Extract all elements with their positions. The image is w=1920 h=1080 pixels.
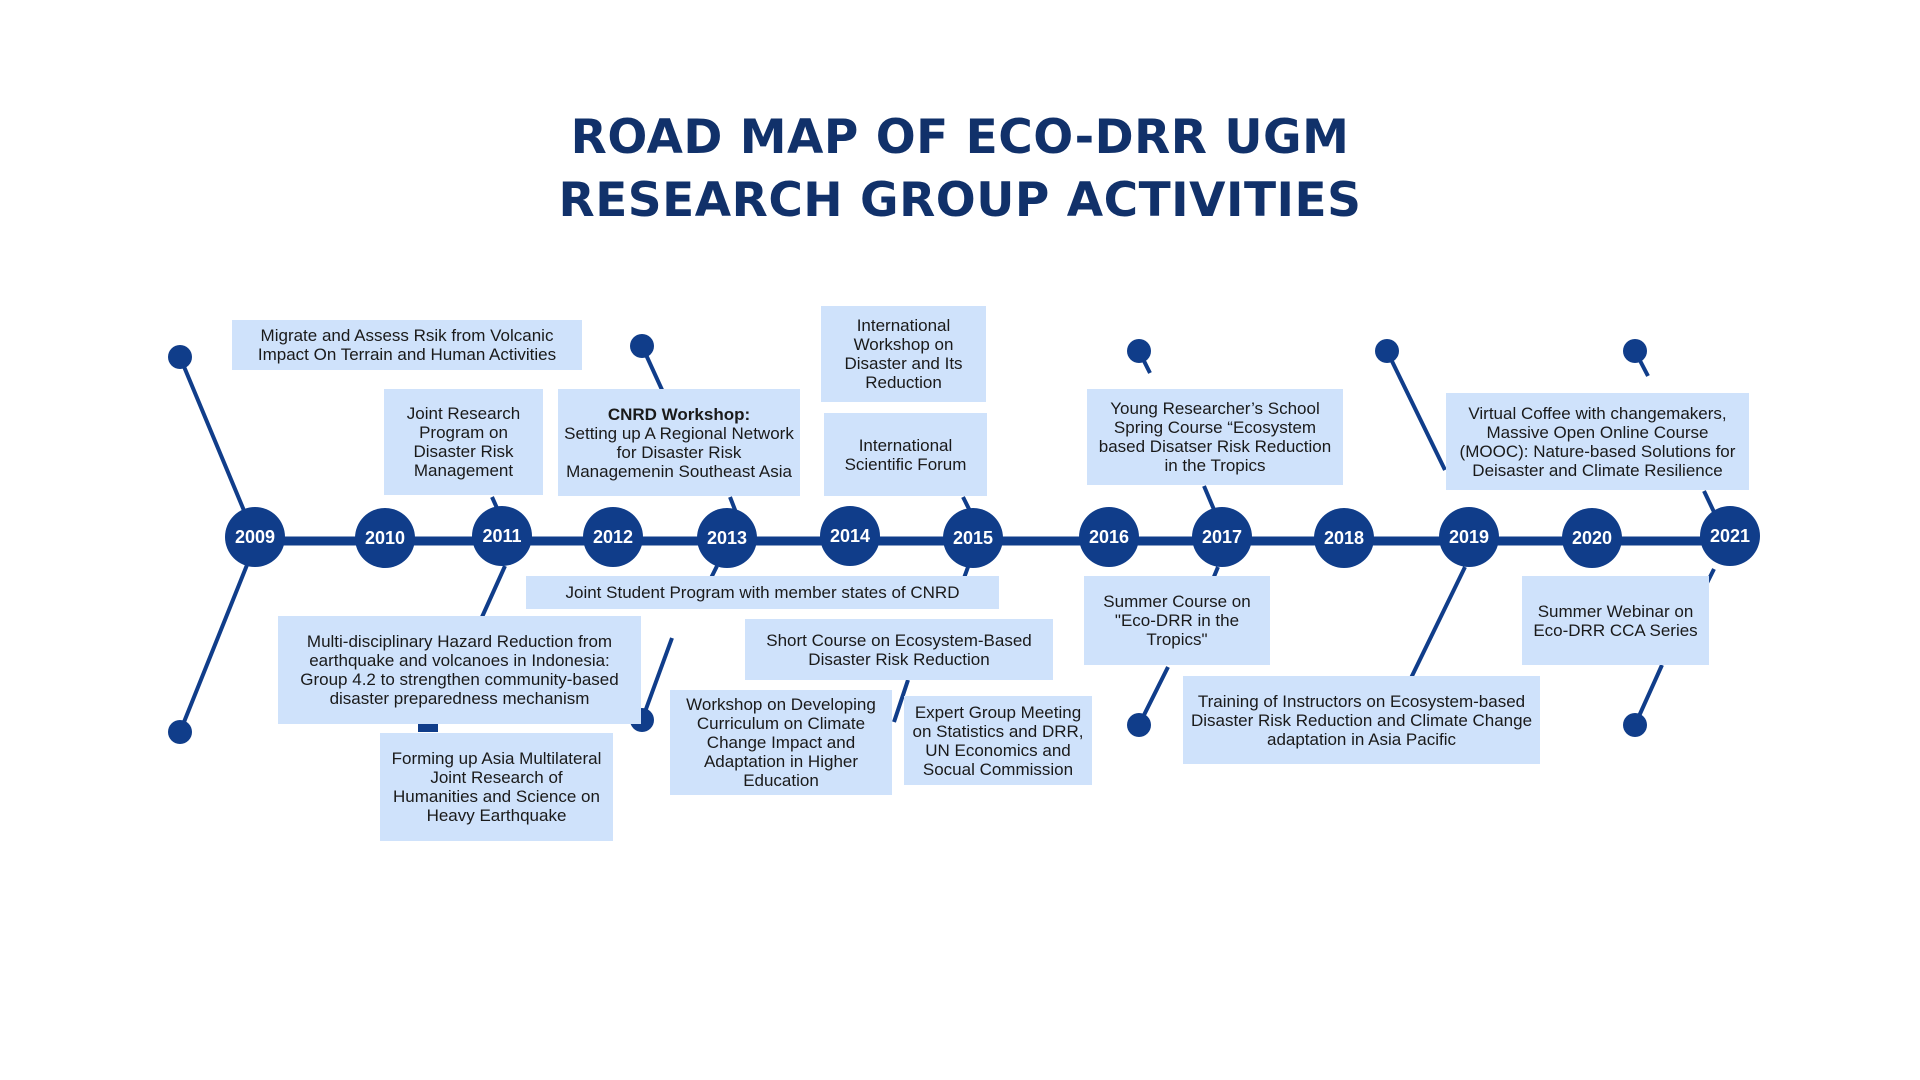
activity-box-training: Training of Instructors on Ecosystem-bas… — [1183, 676, 1540, 764]
year-node-2013: 2013 — [697, 508, 757, 568]
activity-box-migrate: Migrate and Assess Rsik from Volcanic Im… — [232, 320, 582, 370]
title-line-1: ROAD MAP OF ECO-DRR UGM — [570, 110, 1350, 165]
activity-text: Expert Group Meeting on Statistics and D… — [912, 702, 1084, 779]
endpoint-dot — [1375, 339, 1399, 363]
activity-text: International Workshop on Disaster and I… — [844, 316, 963, 392]
year-node-2019: 2019 — [1439, 507, 1499, 567]
activity-box-expert-group: Expert Group Meeting on Statistics and D… — [904, 696, 1092, 785]
endpoint-dot — [1127, 713, 1151, 737]
endpoint-dot — [168, 345, 192, 369]
year-node-2020: 2020 — [1562, 508, 1622, 568]
activity-box-short-course: Short Course on Ecosystem-Based Disaster… — [745, 619, 1053, 680]
activity-text: Summer Course on "Eco-DRR in the Tropics… — [1103, 592, 1251, 649]
activity-box-forming-up: Forming up Asia Multilateral Joint Resea… — [380, 733, 613, 841]
activity-text: Training of Instructors on Ecosystem-bas… — [1190, 691, 1533, 749]
activity-box-cnrd-workshop: CNRD Workshop: Setting up A Regional Net… — [558, 389, 800, 496]
year-node-2012: 2012 — [583, 507, 643, 567]
activity-box-intl-workshop: International Workshop on Disaster and I… — [821, 306, 986, 402]
activity-text: Young Researcher’s School Spring Course … — [1098, 399, 1332, 475]
year-node-2010: 2010 — [355, 508, 415, 568]
activity-box-virtual-coffee: Virtual Coffee with changemakers, Massiv… — [1446, 393, 1749, 490]
activity-box-summer-course: Summer Course on "Eco-DRR in the Tropics… — [1084, 576, 1270, 665]
year-node-2021: 2021 — [1700, 506, 1760, 566]
activity-text: Summer Webinar on Eco-DRR CCA Series — [1533, 601, 1698, 640]
activity-text: Workshop on Developing Curriculum on Cli… — [686, 695, 876, 790]
endpoint-dot — [1127, 339, 1151, 363]
title-line-2: RESEARCH GROUP ACTIVITIES — [558, 173, 1362, 228]
endpoint-dot — [1623, 339, 1647, 363]
activity-text: Short Course on Ecosystem-Based Disaster… — [766, 630, 1032, 669]
endpoint-dot — [168, 720, 192, 744]
activity-box-workshop-curriculum: Workshop on Developing Curriculum on Cli… — [670, 690, 892, 795]
activity-box-young-researcher: Young Researcher’s School Spring Course … — [1087, 389, 1343, 485]
year-node-2015: 2015 — [943, 508, 1003, 568]
year-node-2014: 2014 — [820, 506, 880, 566]
activity-text: Virtual Coffee with changemakers, Massiv… — [1459, 403, 1736, 480]
year-node-2018: 2018 — [1314, 508, 1374, 568]
year-node-2011: 2011 — [472, 506, 532, 566]
activity-text: Setting up A Regional Network for Disast… — [564, 423, 794, 481]
activity-text: Multi-disciplinary Hazard Reduction from… — [300, 632, 619, 708]
activity-box-joint-student: Joint Student Program with member states… — [526, 576, 999, 609]
activity-text: International Scientific Forum — [844, 435, 967, 474]
activity-box-intl-forum: International Scientific Forum — [824, 413, 987, 496]
activity-box-summer-webinar: Summer Webinar on Eco-DRR CCA Series — [1522, 576, 1709, 665]
activity-heading: CNRD Workshop: — [607, 404, 751, 424]
endpoint-dot — [1623, 713, 1647, 737]
activity-box-joint-research: Joint Research Program on Disaster Risk … — [384, 389, 543, 495]
activity-text: Joint Research Program on Disaster Risk … — [406, 404, 521, 480]
activity-box-multi-disciplinary: Multi-disciplinary Hazard Reduction from… — [278, 616, 641, 724]
activity-text: Joint Student Program with member states… — [565, 583, 960, 602]
activity-text: Forming up Asia Multilateral Joint Resea… — [391, 749, 602, 825]
year-node-2017: 2017 — [1192, 507, 1252, 567]
year-node-2016: 2016 — [1079, 507, 1139, 567]
activity-text: Migrate and Assess Rsik from Volcanic Im… — [257, 326, 557, 364]
endpoint-marker — [418, 724, 438, 732]
year-node-2009: 2009 — [225, 507, 285, 567]
endpoint-dot — [630, 334, 654, 358]
